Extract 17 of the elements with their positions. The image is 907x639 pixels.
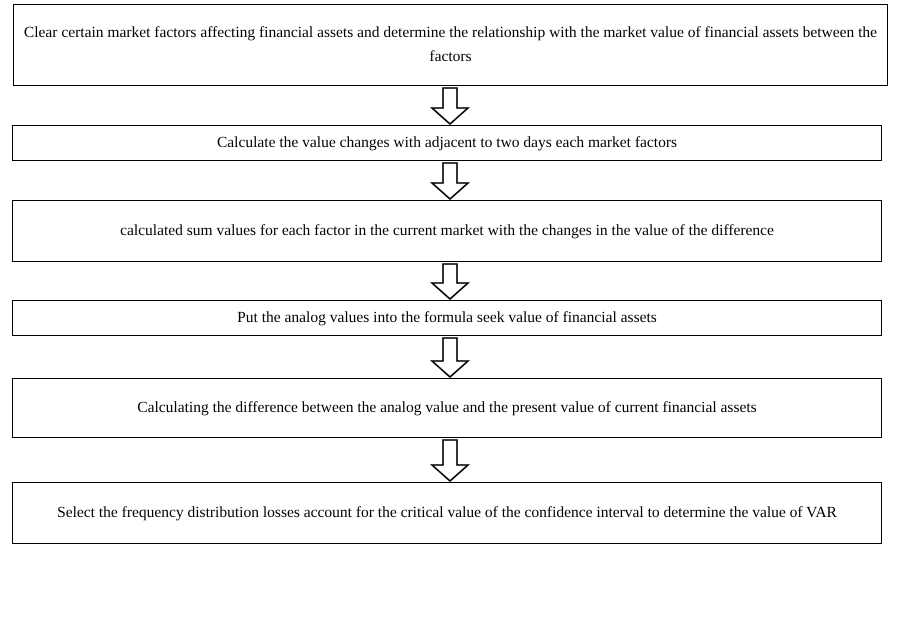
process-box	[12, 482, 882, 544]
process-box	[12, 125, 882, 161]
block-arrow	[430, 162, 470, 200]
block-arrow	[430, 439, 470, 482]
process-box	[12, 300, 882, 336]
step-text: Clear certain market factors affecting financial assets and determine the relationship with the market value of financial assets between the factors	[22, 23, 878, 67]
block-arrow	[430, 87, 470, 126]
step-text: calculated sum values for each factor in the current market with the changes in the value of the difference	[120, 221, 774, 241]
block-arrow	[430, 337, 470, 378]
step-text: Calculating the difference between the analog value and the present value of current financial assets	[137, 398, 757, 418]
process-box	[13, 4, 888, 86]
block-arrow	[430, 263, 470, 300]
step-text: Select the frequency distribution losses account for the critical value of the confidence interval to determine the value of VAR	[57, 503, 837, 523]
step-text: Put the analog values into the formula seek value of financial assets	[237, 308, 657, 328]
process-box	[12, 200, 882, 262]
step-text: Calculate the value changes with adjacent to two days each market factors	[216, 133, 678, 153]
process-box	[12, 378, 882, 438]
